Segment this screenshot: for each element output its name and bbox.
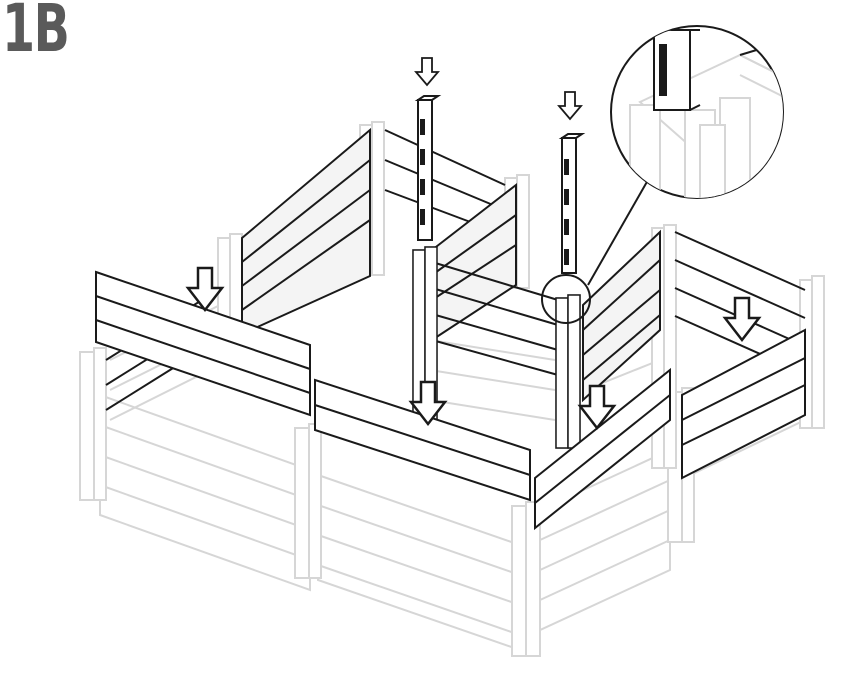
ghost-front-left-wall <box>99 393 311 592</box>
right-back-wall <box>582 229 806 403</box>
step-label: 1B <box>2 0 70 67</box>
down-arrow-icon <box>185 266 225 313</box>
left-panel <box>95 270 311 417</box>
inner-cross-wall <box>431 261 559 376</box>
down-arrow-icon <box>408 380 448 427</box>
back-left-wall <box>241 127 506 336</box>
down-arrow-icon <box>722 296 762 343</box>
magnified-detail <box>610 25 784 199</box>
down-arrow-icon <box>577 384 617 431</box>
down-arrow-icon <box>414 57 440 87</box>
ghost-front-middle-wall <box>317 473 521 652</box>
front-right-panel <box>534 367 671 531</box>
center-panel <box>314 378 531 502</box>
down-arrow-icon <box>557 91 583 121</box>
right-front-wall <box>681 328 806 480</box>
detail-callout <box>541 179 649 324</box>
insert-post-right <box>558 133 586 274</box>
insert-post-left <box>414 95 442 241</box>
